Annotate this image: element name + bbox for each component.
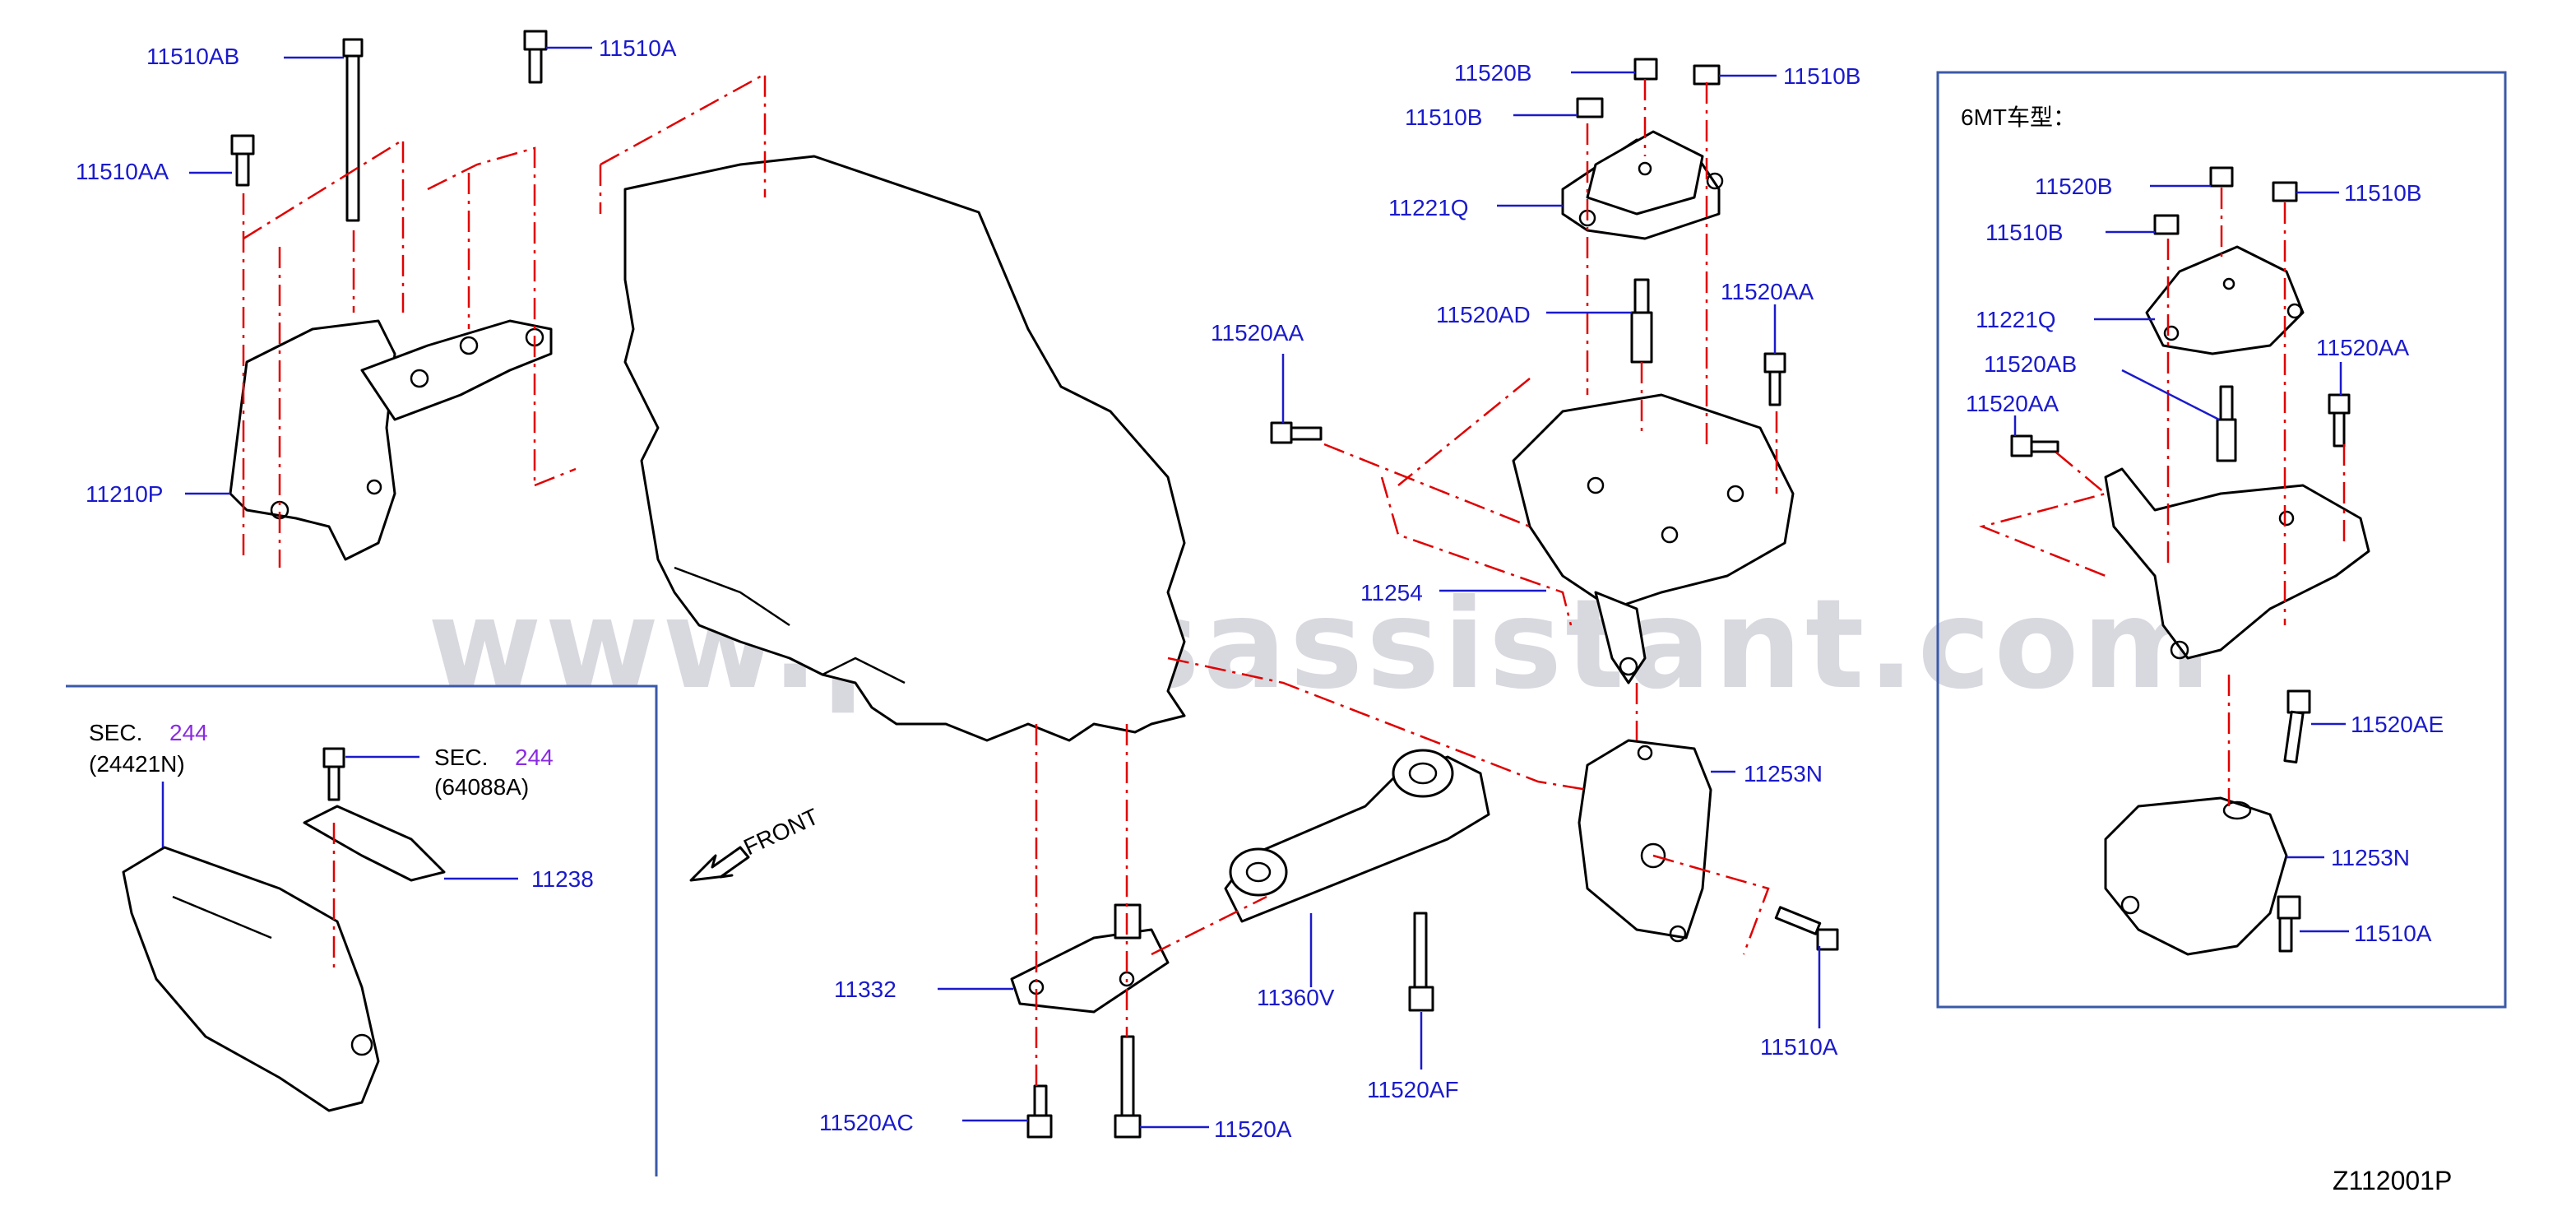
bolt-11520AF [1408,912,1434,1012]
bolt-11510AA [230,134,255,187]
inset-label-11221Q: 11221Q [1976,307,2056,332]
bracket-11254 [1512,393,1795,684]
guide-line [1380,476,1573,626]
bolt-11510AB [342,38,364,222]
label-11520AC: 11520AC [819,1110,914,1135]
label-11520AD: 11520AD [1436,302,1531,327]
inset-label-11520B: 11520B [2035,174,2112,199]
label-11360V: 11360V [1257,985,1335,1010]
inset-6mt-frame [1936,71,2507,1009]
inset-label-11520AA-right: 11520AA [2316,335,2409,360]
bolt-sec-64088A [322,747,345,801]
label-11332: 11332 [834,977,897,1002]
label-11510B-right: 11510B [1783,63,1860,89]
sec-number-1: 244 [169,720,208,745]
label-11510A-top: 11510A [599,35,677,61]
inset-nut-11510B-right [2272,181,2298,202]
label-11510AA: 11510AA [76,159,169,184]
bolt-11520AC [1026,1084,1053,1139]
sec-ref-1: (24421N) [89,751,185,777]
nut-11510B-right [1693,64,1721,86]
inset-mount-11221Q [2145,245,2305,355]
bolt-11510A-bottom [1774,906,1839,951]
label-11510B-left: 11510B [1405,104,1482,130]
label-11253N: 11253N [1744,761,1823,787]
label-11520AA-left: 11520AA [1211,320,1304,346]
inset-stud-11520AB [2216,385,2237,462]
label-11520AA-right: 11520AA [1721,279,1814,304]
nut-11520B [1633,58,1658,81]
bracket-11238 [303,805,446,882]
torque-rod-11360V [1224,749,1490,923]
guide-line [1397,378,1531,486]
inset-label-11520AE: 11520AE [2351,712,2444,737]
mount-11253N [1578,739,1712,943]
bolt-11520AA-right [1763,352,1786,406]
guide-line [427,146,536,485]
inset-nut-11520B [2209,166,2234,188]
leader-line [2121,369,2220,421]
label-11238: 11238 [531,866,594,892]
bracket-11210P [229,319,553,561]
inset-nut-11510B-left [2153,214,2180,235]
guide-line [1979,452,2108,578]
guide-line [1167,657,1588,791]
inset-mount-11253N [2104,796,2288,956]
front-label: FRONT [739,804,822,861]
bracket-11332 [1010,903,1170,1014]
sec-label-1: SEC. [89,720,142,745]
sec-bracket-24421N [122,846,380,1112]
guide-line [1323,443,1531,528]
guide-line [1652,854,1770,955]
label-11510A-bottom: 11510A [1760,1034,1838,1060]
stud-11520AD [1630,278,1653,364]
guide-line [243,137,405,313]
bolt-11520A [1114,1035,1142,1139]
label-11254: 11254 [1360,580,1423,606]
inset-6mt-title: 6MT车型： [1961,104,2076,130]
inset-bolt-11520AA-left [2010,434,2059,457]
nut-11510B-left [1576,97,1604,118]
label-11520AF: 11520AF [1367,1077,1459,1102]
inset-label-11510B-left: 11510B [1985,220,2063,245]
guide-line [534,467,577,487]
inset-label-11510A: 11510A [2354,921,2432,946]
guide-line [600,72,767,197]
sec-inset-frame [66,684,658,1176]
sec-ref-2: (64088A) [434,774,529,800]
mount-11221Q [1561,130,1724,240]
engine-detail-line [674,566,790,627]
engine-outline [623,155,1186,742]
label-11520A: 11520A [1214,1116,1292,1142]
label-11510AB: 11510AB [146,44,239,69]
inset-bolt-11520AE [2283,689,2311,764]
inset-bolt-11520AA-right [2328,393,2351,448]
bolt-11510A-top [523,30,548,84]
label-11221Q: 11221Q [1388,195,1469,220]
inset-label-11520AA-left: 11520AA [1966,391,2059,416]
label-11210P: 11210P [86,481,163,507]
inset-bracket [2104,467,2370,660]
inset-label-11520AB: 11520AB [1984,351,2077,377]
bolt-11520AA-left [1270,421,1323,444]
sec-number-2: 244 [515,745,554,770]
label-11520B: 11520B [1454,60,1531,86]
inset-label-11510B-right: 11510B [2344,180,2421,206]
sec-label-2: SEC. [434,745,488,770]
inset-label-11253N: 11253N [2331,845,2410,870]
diagram-code: Z112001P [2333,1166,2452,1195]
engine-detail-line [822,657,906,684]
front-arrow-icon [689,846,750,882]
inset-bolt-11510A [2277,895,2301,953]
